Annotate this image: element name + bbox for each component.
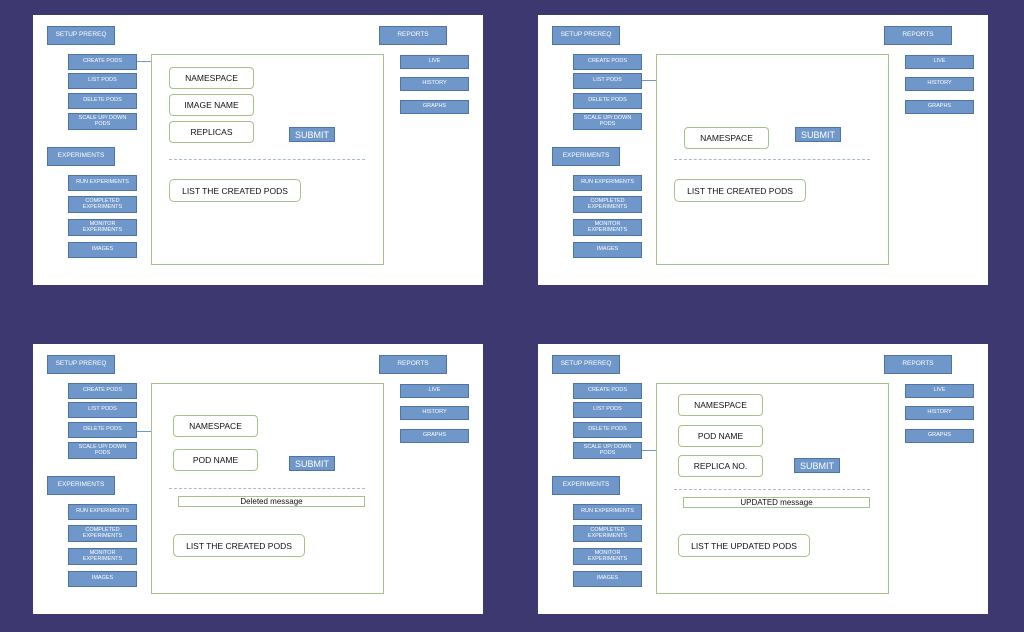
setup-prereq-button[interactable]: SETUP PREREQ: [47, 355, 115, 374]
experiments-button[interactable]: EXPERIMENTS: [552, 476, 620, 495]
image-name-field[interactable]: IMAGE NAME: [169, 94, 254, 116]
list-pods-mockup: SETUP PREREQ CREATE PODS LIST PODS DELET…: [538, 15, 988, 285]
monitor-experiments-button[interactable]: MONITOR EXPERIMENTS: [573, 219, 642, 236]
list-pods-button[interactable]: LIST PODS: [573, 402, 642, 418]
experiments-button[interactable]: EXPERIMENTS: [47, 147, 115, 166]
run-experiments-button[interactable]: RUN EXPERIMENTS: [573, 175, 642, 191]
dashed-separator: [169, 159, 365, 160]
scale-pods-button[interactable]: SCALE UP/ DOWN PODS: [573, 442, 642, 459]
connector-line: [642, 450, 656, 451]
delete-pods-button[interactable]: DELETE PODS: [573, 93, 642, 109]
list-created-pods-button[interactable]: LIST THE CREATED PODS: [169, 179, 301, 202]
run-experiments-button[interactable]: RUN EXPERIMENTS: [573, 504, 642, 520]
run-experiments-button[interactable]: RUN EXPERIMENTS: [68, 175, 137, 191]
live-button[interactable]: LIVE: [400, 55, 469, 69]
list-updated-pods-button[interactable]: LIST THE UPDATED PODS: [678, 534, 810, 557]
pod-name-field[interactable]: POD NAME: [173, 449, 258, 471]
list-created-pods-button[interactable]: LIST THE CREATED PODS: [173, 534, 305, 557]
delete-pods-button[interactable]: DELETE PODS: [68, 93, 137, 109]
list-pods-button[interactable]: LIST PODS: [68, 402, 137, 418]
setup-prereq-button[interactable]: SETUP PREREQ: [47, 26, 115, 45]
delete-pods-button[interactable]: DELETE PODS: [573, 422, 642, 438]
completed-experiments-button[interactable]: COMPLETED EXPERIMENTS: [68, 196, 137, 213]
history-button[interactable]: HISTORY: [905, 406, 974, 420]
create-pods-button[interactable]: CREATE PODS: [68, 54, 137, 70]
scale-pods-button[interactable]: SCALE UP/ DOWN PODS: [573, 113, 642, 130]
completed-experiments-button[interactable]: COMPLETED EXPERIMENTS: [573, 196, 642, 213]
completed-experiments-button[interactable]: COMPLETED EXPERIMENTS: [68, 525, 137, 542]
live-button[interactable]: LIVE: [905, 384, 974, 398]
create-pods-button[interactable]: CREATE PODS: [573, 383, 642, 399]
history-button[interactable]: HISTORY: [905, 77, 974, 91]
dashed-separator: [169, 488, 365, 489]
completed-experiments-button[interactable]: COMPLETED EXPERIMENTS: [573, 525, 642, 542]
connector-line: [642, 80, 656, 81]
graphs-button[interactable]: GRAPHS: [400, 100, 469, 114]
deleted-message-box: Deleted message: [178, 496, 365, 507]
scale-pods-button[interactable]: SCALE UP/ DOWN PODS: [68, 113, 137, 130]
create-pods-mockup: SETUP PREREQ CREATE PODS LIST PODS DELET…: [33, 15, 483, 285]
content-frame: NAMESPACE IMAGE NAME REPLICAS SUBMIT LIS…: [151, 54, 384, 265]
graphs-button[interactable]: GRAPHS: [400, 429, 469, 443]
namespace-field[interactable]: NAMESPACE: [678, 394, 763, 416]
submit-button[interactable]: SUBMIT: [289, 456, 335, 471]
updated-message-box: UPDATED message: [683, 497, 870, 508]
submit-button[interactable]: SUBMIT: [794, 458, 840, 473]
graphs-button[interactable]: GRAPHS: [905, 429, 974, 443]
content-frame: NAMESPACE SUBMIT LIST THE CREATED PODS: [656, 54, 889, 265]
scale-pods-mockup: SETUP PREREQ CREATE PODS LIST PODS DELET…: [538, 344, 988, 614]
monitor-experiments-button[interactable]: MONITOR EXPERIMENTS: [68, 548, 137, 565]
setup-prereq-button[interactable]: SETUP PREREQ: [552, 355, 620, 374]
experiments-button[interactable]: EXPERIMENTS: [552, 147, 620, 166]
run-experiments-button[interactable]: RUN EXPERIMENTS: [68, 504, 137, 520]
monitor-experiments-button[interactable]: MONITOR EXPERIMENTS: [573, 548, 642, 565]
images-button[interactable]: IMAGES: [68, 242, 137, 258]
create-pods-button[interactable]: CREATE PODS: [573, 54, 642, 70]
content-frame: NAMESPACE POD NAME SUBMIT Deleted messag…: [151, 383, 384, 594]
live-button[interactable]: LIVE: [400, 384, 469, 398]
reports-button[interactable]: REPORTS: [884, 355, 952, 374]
content-frame: NAMESPACE POD NAME REPLICA NO. SUBMIT UP…: [656, 383, 889, 594]
delete-pods-button[interactable]: DELETE PODS: [68, 422, 137, 438]
dashed-separator: [674, 159, 870, 160]
namespace-field[interactable]: NAMESPACE: [173, 415, 258, 437]
replica-no-field[interactable]: REPLICA NO.: [678, 455, 763, 477]
list-pods-button[interactable]: LIST PODS: [573, 73, 642, 89]
history-button[interactable]: HISTORY: [400, 77, 469, 91]
experiments-button[interactable]: EXPERIMENTS: [47, 476, 115, 495]
reports-button[interactable]: REPORTS: [379, 26, 447, 45]
create-pods-button[interactable]: CREATE PODS: [68, 383, 137, 399]
live-button[interactable]: LIVE: [905, 55, 974, 69]
history-button[interactable]: HISTORY: [400, 406, 469, 420]
graphs-button[interactable]: GRAPHS: [905, 100, 974, 114]
images-button[interactable]: IMAGES: [573, 571, 642, 587]
setup-prereq-button[interactable]: SETUP PREREQ: [552, 26, 620, 45]
submit-button[interactable]: SUBMIT: [289, 127, 335, 142]
reports-button[interactable]: REPORTS: [884, 26, 952, 45]
reports-button[interactable]: REPORTS: [379, 355, 447, 374]
delete-pods-mockup: SETUP PREREQ CREATE PODS LIST PODS DELET…: [33, 344, 483, 614]
connector-line: [137, 431, 151, 432]
replicas-field[interactable]: REPLICAS: [169, 121, 254, 143]
submit-button[interactable]: SUBMIT: [795, 127, 841, 142]
monitor-experiments-button[interactable]: MONITOR EXPERIMENTS: [68, 219, 137, 236]
connector-line: [137, 61, 151, 62]
list-pods-button[interactable]: LIST PODS: [68, 73, 137, 89]
list-created-pods-button[interactable]: LIST THE CREATED PODS: [674, 179, 806, 202]
images-button[interactable]: IMAGES: [68, 571, 137, 587]
pod-name-field[interactable]: POD NAME: [678, 425, 763, 447]
dashed-separator: [674, 489, 870, 490]
namespace-field[interactable]: NAMESPACE: [169, 67, 254, 89]
namespace-field[interactable]: NAMESPACE: [684, 127, 769, 149]
scale-pods-button[interactable]: SCALE UP/ DOWN PODS: [68, 442, 137, 459]
images-button[interactable]: IMAGES: [573, 242, 642, 258]
